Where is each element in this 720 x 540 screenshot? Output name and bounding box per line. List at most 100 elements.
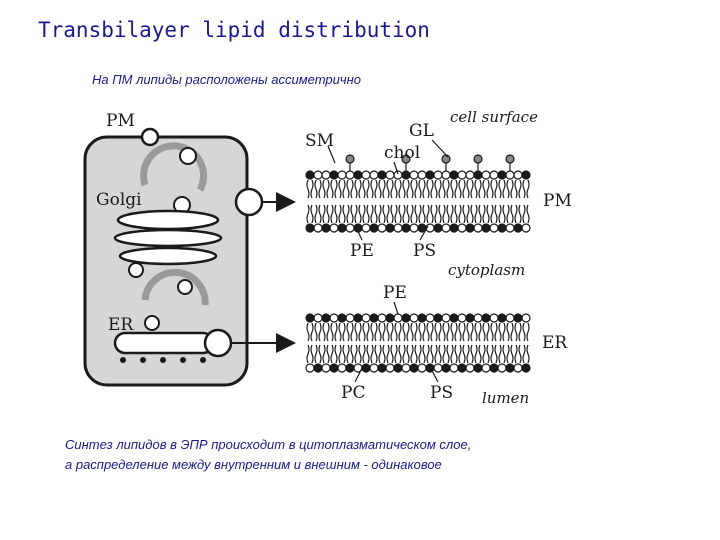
lipid-head xyxy=(377,170,387,180)
pm-gl-label: GL xyxy=(409,121,434,141)
lipid-head xyxy=(441,170,451,180)
lipid-head xyxy=(313,223,323,233)
lipid-head xyxy=(465,170,475,180)
lipid-head xyxy=(345,170,355,180)
lipid-head xyxy=(473,170,483,180)
glycolipid-sugar xyxy=(441,154,451,164)
lipid-head xyxy=(465,363,475,373)
lipid-head xyxy=(409,223,419,233)
glycolipid-sugar xyxy=(345,154,355,164)
lipid-head xyxy=(313,363,323,373)
pm-side-label: PM xyxy=(543,191,572,211)
lipid-head xyxy=(329,363,339,373)
er-pe-label: PE xyxy=(383,283,407,303)
golgi-cisterna xyxy=(116,209,220,231)
lipid-head xyxy=(369,170,379,180)
lipid-head xyxy=(433,170,443,180)
lipid-head xyxy=(449,363,459,373)
lipid-head xyxy=(305,223,315,233)
lipid-head xyxy=(449,313,459,323)
lipid-head xyxy=(393,313,403,323)
lipid-head xyxy=(337,313,347,323)
lipid-head xyxy=(393,363,403,373)
lipid-head xyxy=(449,223,459,233)
lipid-head xyxy=(465,223,475,233)
lipid-head xyxy=(401,313,411,323)
lipid-head xyxy=(329,313,339,323)
lipid-head xyxy=(393,223,403,233)
lipid-head xyxy=(305,313,315,323)
pm-zoom-circle xyxy=(234,187,264,217)
lipid-head xyxy=(377,223,387,233)
er-side-label: ER xyxy=(542,333,568,353)
lipid-head xyxy=(313,313,323,323)
lipid-head xyxy=(481,223,491,233)
lipid-head xyxy=(521,223,531,233)
lipid-head xyxy=(409,170,419,180)
lipid-head xyxy=(489,170,499,180)
lipid-head xyxy=(497,363,507,373)
er-lumen-label: lumen xyxy=(482,389,529,407)
lipid-head xyxy=(305,170,315,180)
pm-cell-surface-label: cell surface xyxy=(450,108,538,126)
er-zoom-circle xyxy=(203,328,233,358)
lipid-head xyxy=(497,313,507,323)
cell-er-label: ER xyxy=(108,315,134,335)
lipid-head xyxy=(433,363,443,373)
slide-title: Transbilayer lipid distribution xyxy=(38,18,430,42)
lipid-head xyxy=(385,223,395,233)
lipid-head xyxy=(425,170,435,180)
lipid-head xyxy=(417,313,427,323)
lipid-head xyxy=(521,313,531,323)
lipid-head xyxy=(521,363,531,373)
lipid-head xyxy=(497,170,507,180)
lipid-head xyxy=(385,363,395,373)
lipid-head xyxy=(385,170,395,180)
slide-subtitle: На ПМ липиды расположены ассиметрично xyxy=(92,72,361,87)
lipid-head xyxy=(457,363,467,373)
lipid-head xyxy=(489,313,499,323)
lipid-head xyxy=(473,363,483,373)
lipid-head xyxy=(441,363,451,373)
lipid-head xyxy=(353,313,363,323)
er-pc-label: PC xyxy=(341,383,365,403)
caption-line-1: Синтез липидов в ЭПР происходит в цитопл… xyxy=(65,437,472,452)
lipid-head xyxy=(473,313,483,323)
lipid-head xyxy=(433,223,443,233)
lipid-head xyxy=(305,363,315,373)
lipid-head xyxy=(505,313,515,323)
lipid-head xyxy=(385,313,395,323)
lipid-head xyxy=(513,170,523,180)
lipid-head xyxy=(345,363,355,373)
lipid-head xyxy=(505,363,515,373)
caption: Синтез липидов в ЭПР происходит в цитопл… xyxy=(65,435,705,475)
lipid-head xyxy=(505,223,515,233)
golgi-cisterna xyxy=(113,228,223,248)
lipid-head xyxy=(321,223,331,233)
lipid-head xyxy=(313,170,323,180)
lipid-head xyxy=(457,170,467,180)
lipid-head xyxy=(513,313,523,323)
lipid-head xyxy=(337,363,347,373)
lipid-head xyxy=(417,363,427,373)
lipid-head xyxy=(337,223,347,233)
pm-ps-label: PS xyxy=(413,241,436,261)
lipid-head xyxy=(369,363,379,373)
pm-sm-label: SM xyxy=(305,131,334,151)
er-bilayer xyxy=(305,313,531,373)
pm-cytoplasm-label: cytoplasm xyxy=(448,261,525,279)
lipid-head xyxy=(417,170,427,180)
cell-schematic xyxy=(83,127,264,387)
lipid-head xyxy=(321,363,331,373)
golgi-recycling-arrow xyxy=(140,142,208,192)
er-tube xyxy=(113,331,215,355)
cell-pm-label: PM xyxy=(106,111,135,131)
glycolipid-sugar xyxy=(473,154,483,164)
lipid-head xyxy=(457,313,467,323)
lipid-head xyxy=(345,223,355,233)
lipid-head xyxy=(489,223,499,233)
lipid-head xyxy=(321,170,331,180)
lipid-head xyxy=(369,223,379,233)
lipid-head xyxy=(425,313,435,323)
